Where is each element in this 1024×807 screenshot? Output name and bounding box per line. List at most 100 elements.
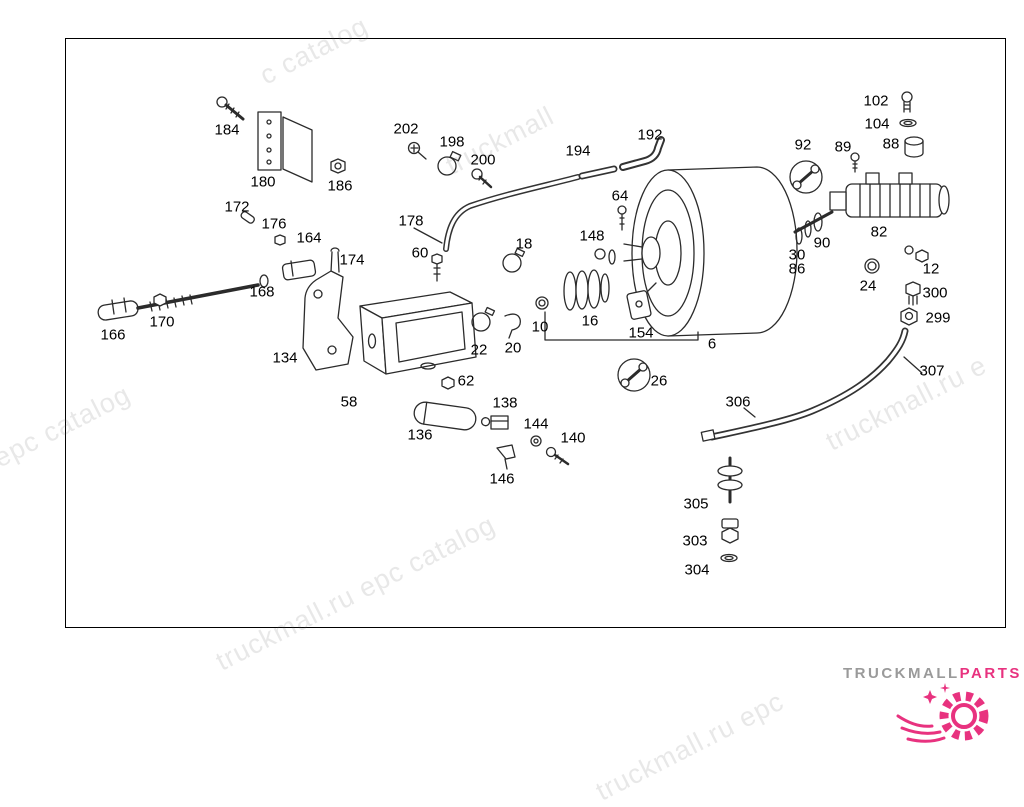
part-label-16: 16 (581, 312, 599, 330)
part-label-305: 305 (683, 495, 709, 513)
part-bracket-134 (302, 270, 354, 371)
part-label-176: 176 (261, 215, 287, 233)
logo-parts-text: PARTS (959, 665, 1022, 682)
part-cylinder-136 (413, 401, 491, 431)
part-label-134: 134 (272, 349, 298, 367)
part-label-172: 172 (224, 198, 250, 216)
part-label-154: 154 (628, 324, 654, 342)
part-label-30: 30 (788, 246, 806, 264)
part-label-299: 299 (925, 309, 951, 327)
part-screw-200 (471, 168, 493, 189)
part-cotter-pin-174 (330, 247, 340, 273)
part-fitting-12 (904, 245, 929, 263)
part-label-82: 82 (870, 223, 888, 241)
part-label-186: 186 (327, 177, 353, 195)
part-screw-140 (545, 446, 570, 466)
part-label-148: 148 (579, 227, 605, 245)
part-cap-88 (904, 136, 924, 158)
truckmall-logo: TRUCKMALLPARTS (843, 665, 1019, 748)
part-nut-62 (441, 376, 455, 390)
part-label-184: 184 (214, 121, 240, 139)
logo-gear-icon (896, 683, 989, 743)
part-bolt-102 (901, 91, 913, 113)
part-label-136: 136 (407, 426, 433, 444)
part-label-170: 170 (149, 313, 175, 331)
part-label-6: 6 (707, 335, 717, 353)
part-label-58: 58 (340, 393, 358, 411)
part-ring-10 (535, 296, 549, 310)
part-label-62: 62 (457, 372, 475, 390)
part-label-200: 200 (470, 151, 496, 169)
part-label-60: 60 (411, 244, 429, 262)
part-brake-booster (623, 166, 798, 337)
part-nut-176 (274, 234, 286, 246)
part-label-168: 168 (249, 283, 275, 301)
service-wrench-symbol-26 (617, 358, 651, 392)
part-label-194: 194 (565, 142, 591, 160)
part-hook-20 (504, 313, 521, 339)
part-label-303: 303 (682, 532, 708, 550)
part-label-89: 89 (834, 138, 852, 156)
part-label-146: 146 (489, 470, 515, 488)
part-washer-304 (720, 553, 738, 563)
part-fitting-300 (905, 281, 921, 306)
part-label-18: 18 (515, 235, 533, 253)
part-plate-154 (626, 282, 657, 320)
part-screw-89 (850, 152, 860, 173)
part-clevis-166 (97, 297, 139, 321)
part-label-22: 22 (470, 341, 488, 359)
part-clamp-22 (471, 306, 496, 332)
part-clip-146 (496, 444, 516, 470)
part-screw-202 (407, 141, 427, 160)
part-plate-180 (257, 111, 313, 183)
part-clamp-198 (437, 150, 462, 176)
part-clip-138 (490, 415, 509, 430)
part-label-24: 24 (859, 277, 877, 295)
part-bolt-60 (431, 253, 443, 282)
part-washer-168 (259, 274, 269, 288)
part-nut-186 (330, 158, 346, 174)
diagram-frame (65, 38, 1006, 628)
part-brake-hose-306 (700, 327, 923, 442)
part-boot-16 (563, 269, 610, 311)
part-label-198: 198 (439, 133, 465, 151)
part-label-174: 174 (339, 251, 365, 269)
part-label-90: 90 (813, 234, 831, 252)
part-label-88: 88 (882, 135, 900, 153)
part-master-cylinder-82 (829, 172, 950, 218)
part-label-144: 144 (523, 415, 549, 433)
part-union-nut-299 (900, 307, 918, 326)
label-6-leader-line (544, 311, 699, 341)
part-valve-148 (594, 248, 616, 265)
logo-text: TRUCKMALLPARTS (843, 665, 1019, 682)
part-washer-144 (530, 435, 542, 447)
part-label-26: 26 (650, 372, 668, 390)
part-label-180: 180 (250, 173, 276, 191)
part-label-138: 138 (492, 394, 518, 412)
part-washer-104 (899, 118, 917, 128)
service-wrench-symbol-92 (789, 160, 823, 194)
part-fitting-303 (721, 518, 739, 544)
part-label-192: 192 (637, 126, 663, 144)
part-seal-rings-90-30-86 (795, 212, 823, 245)
part-label-166: 166 (100, 326, 126, 344)
part-label-86: 86 (788, 260, 806, 278)
part-label-202: 202 (393, 120, 419, 138)
part-label-178: 178 (398, 212, 424, 230)
part-label-12: 12 (922, 260, 940, 278)
part-label-304: 304 (684, 561, 710, 579)
part-nut-170 (153, 293, 167, 307)
part-label-64: 64 (611, 187, 629, 205)
part-label-104: 104 (864, 115, 890, 133)
part-label-300: 300 (922, 284, 948, 302)
part-vacuum-hose-178 (413, 174, 581, 252)
part-label-92: 92 (794, 136, 812, 154)
part-clamp-18 (502, 247, 526, 273)
part-screw-184 (216, 96, 245, 121)
part-label-140: 140 (560, 429, 586, 447)
part-label-307: 307 (919, 362, 945, 380)
part-label-20: 20 (504, 339, 522, 357)
part-label-164: 164 (296, 229, 322, 247)
part-label-102: 102 (863, 92, 889, 110)
